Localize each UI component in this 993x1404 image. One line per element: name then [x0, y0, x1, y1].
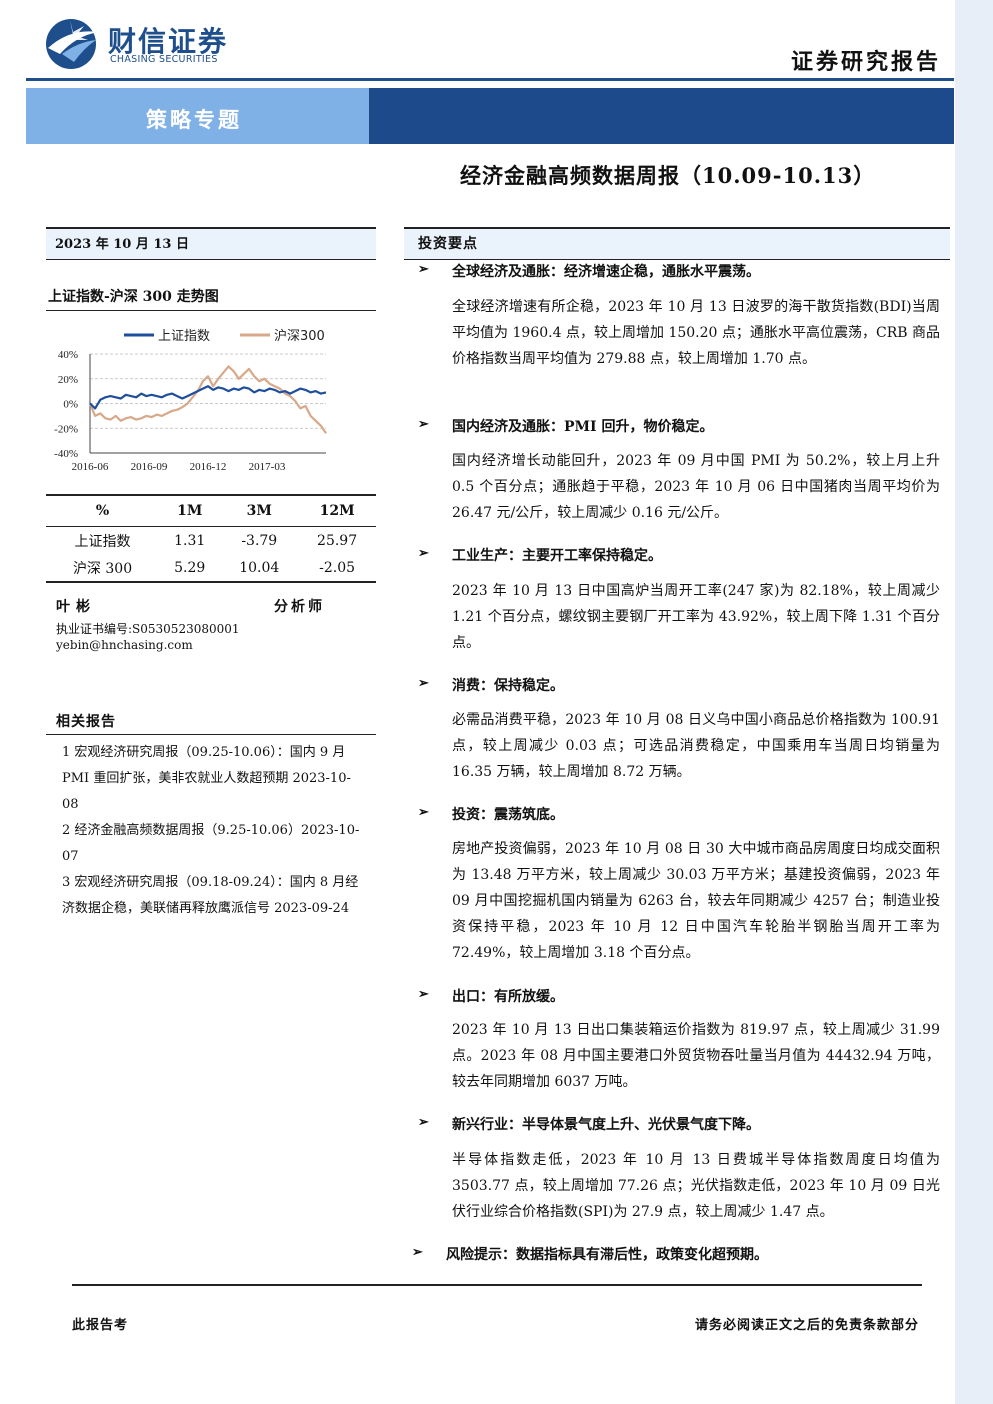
point-heading: 全球经济及通胀：经济增速企稳，通胀水平震荡。	[452, 264, 760, 280]
banner-dark	[369, 88, 954, 144]
x-tick-label: 2016-06	[72, 461, 109, 473]
side-strip	[955, 0, 993, 1404]
risk-warning: 风险提示：数据指标具有滞后性，政策变化超预期。	[446, 1247, 768, 1263]
chart-title: 上证指数-沪深 300 走势图	[48, 289, 219, 305]
legend-label: 上证指数	[158, 329, 210, 344]
point-body: 国内经济增长动能回升，2023 年 09 月中国 PMI 为 50.2%，较上月…	[452, 453, 940, 521]
y-tick-label: 0%	[63, 399, 78, 411]
analyst-email[interactable]: yebin@hnchasing.com	[56, 638, 193, 652]
point-heading: 工业生产：主要开工率保持稳定。	[452, 548, 662, 564]
report-title: 经济金融高频数据周报（10.09-10.13）	[460, 163, 876, 188]
table-cell: 1.31	[174, 532, 206, 549]
logo-en-text: CHASING SECURITIES	[110, 54, 218, 65]
analyst-role: 分析师	[274, 599, 325, 615]
date-bar	[46, 227, 376, 260]
arrow-bullet-icon: ➢	[418, 417, 429, 432]
table-cell: 沪深 300	[72, 560, 133, 577]
series-line	[89, 385, 327, 410]
point-heading: 出口：有所放缓。	[452, 989, 564, 1005]
arrow-bullet-icon: ➢	[412, 1245, 423, 1260]
point-body: 全球经济增速有所企稳，2023 年 10 月 13 日波罗的海干散货指数(BDI…	[452, 299, 940, 367]
point-body: 半导体指数走低，2023 年 10 月 13 日费城半导体指数周度日均值为 35…	[452, 1152, 940, 1220]
table-header-cell: 12M	[319, 503, 355, 519]
table-cell: 5.29	[174, 559, 206, 576]
point-body: 必需品消费平稳，2023 年 10 月 08 日义乌中国小商品总价格指数为 10…	[452, 712, 940, 780]
footer-left-text: 此报告考	[72, 1318, 129, 1333]
arrow-bullet-icon: ➢	[418, 262, 429, 277]
key-points-title: 投资要点	[418, 236, 478, 252]
table-cell: -2.05	[319, 559, 356, 576]
arrow-bullet-icon: ➢	[418, 987, 429, 1002]
y-tick-label: 40%	[58, 349, 78, 361]
chart-title-rule	[46, 310, 376, 311]
chart-legend: 上证指数 沪深300	[124, 328, 325, 344]
related-report-item[interactable]: 1 宏观经济研究周报（09.25-10.06）：国内 9 月 PMI 重回扩张，…	[62, 745, 351, 812]
table-header-cell: %	[95, 503, 110, 519]
y-tick-label: 20%	[58, 374, 78, 386]
table-cell: 25.97	[317, 532, 358, 549]
table-header-cell: 3M	[246, 503, 272, 519]
chasing-logo-icon	[46, 19, 98, 69]
arrow-bullet-icon: ➢	[418, 805, 429, 820]
x-tick-label: 2016-09	[131, 461, 168, 473]
point-heading: 投资：震荡筑底。	[452, 807, 564, 823]
table-header-row: % 1M 3M 12M	[46, 495, 376, 527]
y-tick-label: -20%	[54, 423, 78, 435]
x-tick-label: 2016-12	[190, 461, 227, 473]
chart-axes: 40% 20% 0% -20% -40%2016-06 2016-09 2016-12 201…	[54, 349, 326, 473]
related-reports-title: 相关报告	[56, 714, 116, 730]
report-type: 证券研究报告	[790, 49, 941, 75]
footer-disclaimer: 请务必阅读正文之后的免责条款部分	[694, 1318, 919, 1333]
related-report-item[interactable]: 2 经济金融高频数据周报（9.25-10.06）2023-10-07	[62, 823, 360, 864]
performance-table: % 1M 3M 12M 上证指数 1.31 -3.79 25.97 沪深 300…	[46, 494, 376, 583]
analyst-cert: 执业证书编号:S0530523080001	[56, 622, 240, 636]
header-rule	[26, 78, 954, 81]
table-cell: 10.04	[239, 559, 280, 576]
table-cell: 上证指数	[74, 533, 131, 550]
arrow-bullet-icon: ➢	[418, 546, 429, 561]
related-report-item[interactable]: 3 宏观经济研究周报（09.18-09.24）：国内 8 月经济数据企稳，美联储…	[62, 875, 359, 916]
index-trend-chart: 40% 20% 0% -20% -40%2016-06 2016-09 2016-12 201…	[54, 328, 327, 473]
table-row: 沪深 300 5.29 10.04 -2.05	[46, 554, 376, 582]
table-cell: -3.79	[241, 532, 278, 549]
x-tick-label: 2017-03	[249, 461, 286, 473]
series-line	[88, 365, 327, 434]
chart-grid	[90, 353, 326, 454]
y-tick-label: -40%	[54, 448, 78, 460]
footer-rule	[72, 1284, 922, 1286]
legend-label: 沪深300	[274, 328, 325, 344]
chart-series	[88, 365, 327, 434]
banner-light	[26, 88, 369, 144]
point-body: 房地产投资偏弱，2023 年 10 月 08 日 30 大中城市商品房周度日均成…	[452, 841, 940, 961]
point-body: 2023 年 10 月 13 日中国高炉当周开工率(247 家)为 82.18%…	[452, 583, 940, 651]
banner-label: 策略专题	[146, 107, 242, 132]
point-heading: 国内经济及通胀：PMI 回升，物价稳定。	[452, 419, 714, 435]
analyst-name: 叶彬	[56, 599, 96, 615]
table-row: 上证指数 1.31 -3.79 25.97	[46, 527, 376, 555]
key-points-bar	[404, 227, 950, 260]
point-heading: 消费：保持稳定。	[452, 678, 564, 694]
point-body: 2023 年 10 月 13 日出口集装箱运价指数为 819.97 点，较上周减…	[452, 1022, 940, 1090]
related-rule	[46, 734, 376, 735]
arrow-bullet-icon: ➢	[418, 676, 429, 691]
report-date: 2023 年 10 月 13 日	[55, 237, 189, 252]
arrow-bullet-icon: ➢	[418, 1115, 429, 1130]
logo-cn-text: 财信证券	[108, 25, 229, 58]
table-header-cell: 1M	[177, 503, 203, 519]
point-heading: 新兴行业：半导体景气度上升、光伏景气度下降。	[452, 1117, 760, 1133]
